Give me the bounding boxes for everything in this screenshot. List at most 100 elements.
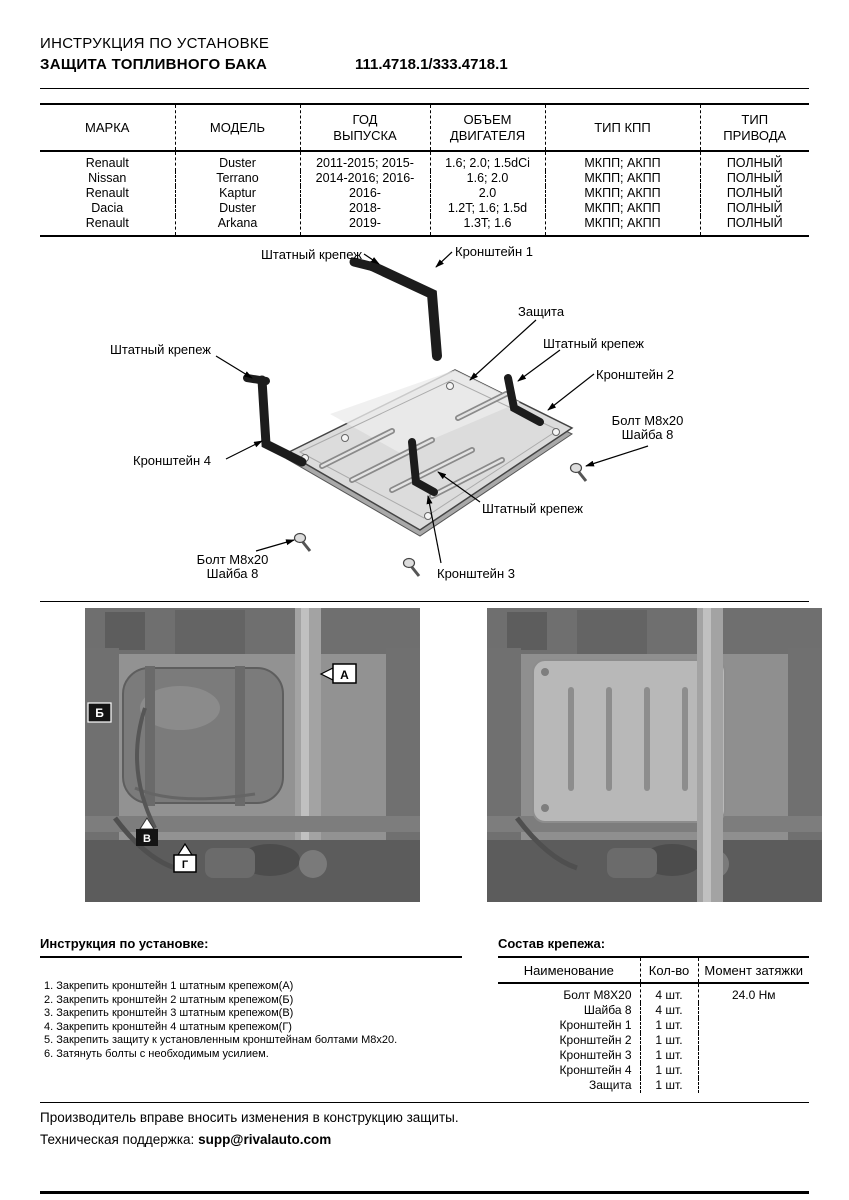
parts-col-torque: Момент затяжки <box>698 958 809 984</box>
instruction-step-1: 1. Закрепить кронштейн 1 штатным крепежо… <box>44 980 294 992</box>
label-bracket-1: Кронштейн 1 <box>455 244 533 259</box>
cell-engine: 1.6; 2.0; 1.5dCi <box>429 151 545 171</box>
header-divider <box>40 88 809 89</box>
installed-shield <box>532 659 726 823</box>
instruction-step-6: 6. Затянуть болты с необходимым усилием. <box>44 1047 269 1060</box>
instruction-step-5: 5. Закрепить защиту к установленным крон… <box>44 1034 398 1046</box>
parts-row: Кронштейн 3 1 шт. <box>498 1048 809 1063</box>
callout-a: А <box>319 663 357 684</box>
cell-drive: ПОЛНЫЙ <box>699 171 809 186</box>
callout-b-letter: Б <box>95 706 104 720</box>
exploded-drawing <box>215 251 649 577</box>
instruction-step-2: 2. Закрепить кронштейн 2 штатным крепежо… <box>44 993 294 1006</box>
label-bolt-left: Болт М8х20 <box>196 552 269 567</box>
bottom-bar <box>40 1191 809 1194</box>
label-washer-right: Шайба 8 <box>621 427 674 442</box>
exploded-diagram: Штатный крепеж Кронштейн 1 Защита Штатны… <box>0 238 849 602</box>
parts-row: Кронштейн 1 1 шт. <box>498 1018 809 1033</box>
cell-model: Duster <box>174 151 300 171</box>
instruction-step-3: 3. Закрепить кронштейн 3 штатным крепежо… <box>44 1007 294 1019</box>
photo-underbody-after <box>487 608 822 902</box>
cell-make: Dacia <box>91 201 124 215</box>
callout-b: Б <box>87 702 112 723</box>
cell-drive: ПОЛНЫЙ <box>699 151 809 171</box>
bolt-icon <box>402 557 421 577</box>
parts-title: Состав крепежа: <box>498 936 606 951</box>
cell-make: Nissan <box>88 171 127 185</box>
parts-row: Кронштейн 4 1 шт. <box>498 1063 809 1078</box>
col-header-drive: ТИП ПРИВОДА <box>699 103 809 152</box>
part-qty: 1 шт. <box>639 1063 699 1078</box>
part-name: Кронштейн 2 <box>559 1033 632 1047</box>
support-email: supp@rivalauto.com <box>198 1132 332 1147</box>
cell-drive: ПОЛНЫЙ <box>699 216 809 237</box>
page-title: ЗАЩИТА ТОПЛИВНОГО БАКА <box>40 56 268 73</box>
callout-v: В <box>136 817 158 846</box>
cell-drive: ПОЛНЫЙ <box>699 186 809 201</box>
cell-make: Renault <box>85 156 129 170</box>
part-qty: 4 шт. <box>639 983 699 1003</box>
col-header-years: ГОД ВЫПУСКА <box>299 103 430 152</box>
label-bolt-washer-left: Болт М8х20 Шайба 8 <box>185 553 280 581</box>
section-divider <box>40 601 809 602</box>
underbody-photo-before: А Б В Г <box>85 608 420 902</box>
label-shield: Защита <box>518 304 565 319</box>
fitment-table: МАРКА МОДЕЛЬ ГОД ВЫПУСКА ОБЪЕМ ДВИГАТЕЛЯ… <box>40 103 809 237</box>
callout-a-letter: А <box>340 668 349 682</box>
fitment-row: Nissan Terrano 2014-2016; 2016- 1.6; 2.0… <box>40 171 809 186</box>
cell-years: 2011-2015; 2015- <box>299 151 430 171</box>
label-bracket-3: Кронштейн 3 <box>437 566 515 581</box>
bracket-3 <box>408 438 438 496</box>
part-qty: 4 шт. <box>639 1003 699 1018</box>
callout-v-letter: В <box>143 833 151 845</box>
part-qty: 1 шт. <box>639 1048 699 1063</box>
cell-years: 2018- <box>299 201 430 216</box>
label-standard-fastener-top: Штатный крепеж <box>261 247 362 262</box>
support-line: Техническая поддержка: supp@rivalauto.co… <box>40 1132 331 1147</box>
bracket-2 <box>504 374 544 426</box>
footer-divider <box>40 1102 809 1103</box>
cell-model: Duster <box>174 201 300 216</box>
parts-row: Шайба 8 4 шт. <box>498 1003 809 1018</box>
document-type: ИНСТРУКЦИЯ ПО УСТАНОВКЕ <box>40 35 270 52</box>
fitment-row: Dacia Duster 2018- 1.2T; 1.6; 1.5d МКПП;… <box>40 201 809 216</box>
instructions-title: Инструкция по установке: <box>40 936 209 951</box>
cell-gearbox: МКПП; АКПП <box>544 186 700 201</box>
parts-col-name: Наименование <box>498 958 640 984</box>
bracket-4 <box>257 375 307 467</box>
part-number: 111.4718.1/333.4718.1 <box>355 56 508 73</box>
cell-engine: 1.6; 2.0 <box>429 171 545 186</box>
cell-years: 2014-2016; 2016- <box>299 171 430 186</box>
label-bracket-4: Кронштейн 4 <box>133 453 211 468</box>
cell-model: Terrano <box>174 171 300 186</box>
cell-model: Arkana <box>174 216 300 237</box>
support-label: Техническая поддержка: <box>40 1132 195 1147</box>
part-torque <box>698 1078 809 1093</box>
fitment-row: Renault Kaptur 2016- 2.0 МКПП; АКПП ПОЛН… <box>40 186 809 201</box>
cell-engine: 1.3T; 1.6 <box>429 216 545 237</box>
col-header-engine: ОБЪЕМ ДВИГАТЕЛЯ <box>429 103 545 152</box>
part-torque <box>698 1048 809 1063</box>
bracket-1 <box>367 261 442 361</box>
label-standard-fastener-left: Штатный крепеж <box>110 342 211 357</box>
col-header-make: МАРКА <box>40 103 175 152</box>
cell-years: 2016- <box>299 186 430 201</box>
part-qty: 1 шт. <box>639 1018 699 1033</box>
label-bracket-2: Кронштейн 2 <box>596 367 674 382</box>
part-torque <box>698 1063 809 1078</box>
part-torque <box>698 1033 809 1048</box>
parts-row: Защита 1 шт. <box>498 1078 809 1093</box>
leader-lines <box>215 251 649 564</box>
instruction-step-4: 4. Закрепить кронштейн 4 штатным крепежо… <box>44 1020 292 1033</box>
parts-table: Наименование Кол-во Момент затяжки Болт … <box>498 958 809 1093</box>
label-bolt-washer-right: Болт М8х20 Шайба 8 <box>600 414 695 442</box>
cell-model: Kaptur <box>174 186 300 201</box>
parts-header-row: Наименование Кол-во Момент затяжки <box>498 958 809 984</box>
fitment-row: Renault Duster 2011-2015; 2015- 1.6; 2.0… <box>40 151 809 171</box>
instructions-divider <box>40 956 462 958</box>
underbody-photo-after <box>487 608 822 902</box>
fitment-row: Renault Arkana 2019- 1.3T; 1.6 МКПП; АКП… <box>40 216 809 237</box>
part-torque: 24.0 Нм <box>731 988 776 1002</box>
callout-g-letter: Г <box>182 859 189 871</box>
